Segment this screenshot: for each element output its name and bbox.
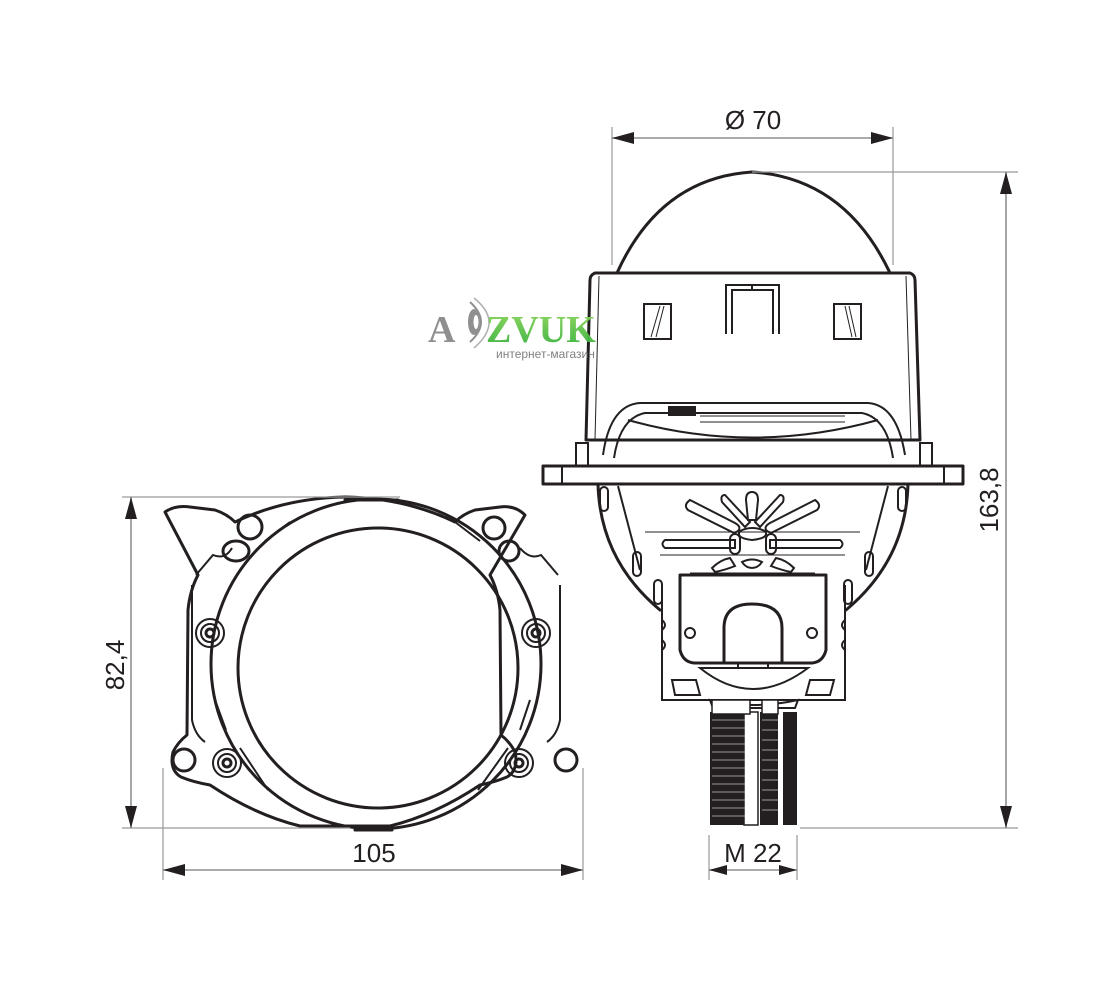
housing-clip <box>725 284 780 334</box>
mount-hole <box>553 747 579 773</box>
front-view <box>163 495 579 832</box>
lens-housing <box>584 271 922 442</box>
lens-dome <box>615 170 892 275</box>
dim-front-height-label: 82,4 <box>100 640 130 691</box>
housing-slot <box>833 303 862 340</box>
mount-hole <box>481 515 507 541</box>
mount-hole <box>221 539 251 563</box>
led-block <box>678 573 828 665</box>
reflector <box>697 667 812 690</box>
connector <box>668 406 696 416</box>
dimension-thread: M 22 <box>708 835 798 880</box>
ring-clip <box>214 699 227 731</box>
ring-clip <box>264 521 291 542</box>
logo-subtitle: интернет-магазин <box>496 347 595 361</box>
thread-m22 <box>710 699 797 826</box>
dimension-front-width: 105 <box>162 768 584 880</box>
inner-lens <box>236 526 520 810</box>
dimension-total-height: 163,8 <box>752 171 1018 829</box>
mount-hole <box>171 747 197 773</box>
dim-thread-label: M 22 <box>724 838 782 868</box>
screw <box>504 748 534 778</box>
ring-clip <box>454 521 481 542</box>
dim-total-height-label: 163,8 <box>974 467 1004 532</box>
housing-slot <box>643 303 672 340</box>
mount-hole <box>497 539 521 563</box>
mount-hole <box>236 513 264 541</box>
ring-clip <box>477 747 509 791</box>
screw <box>521 618 551 648</box>
led-cover <box>722 602 784 665</box>
plate-inner-contour <box>191 547 561 743</box>
dimension-front-height: 82,4 <box>100 496 400 829</box>
dim-diameter-label: Ø 70 <box>725 105 781 135</box>
mounting-flange <box>541 464 965 486</box>
dim-front-width-label: 105 <box>352 838 395 868</box>
screw <box>212 748 242 778</box>
bracket-arc <box>602 402 906 456</box>
watermark-logo: A ZVUK интернет-магазин <box>428 297 596 361</box>
heatsink-bowl <box>596 482 910 612</box>
speaker-icon <box>468 297 490 349</box>
ring-clip <box>519 699 531 731</box>
ring-clip <box>239 747 269 791</box>
dimension-diameter: Ø 70 <box>611 105 894 265</box>
cooling-fins <box>645 490 860 574</box>
logo-brand: ZVUK <box>486 309 596 351</box>
logo-letter-a: A <box>428 309 456 351</box>
screw <box>195 618 225 648</box>
mounting-plate-outline <box>163 495 527 828</box>
side-view <box>541 170 965 826</box>
